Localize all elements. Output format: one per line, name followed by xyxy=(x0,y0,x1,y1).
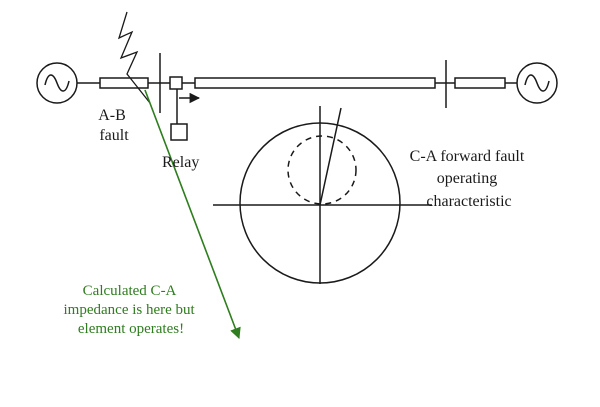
impedance-plane xyxy=(213,106,432,284)
characteristic-label: C-A forward fault operating characterist… xyxy=(410,148,529,210)
calculated-impedance-arrow xyxy=(144,89,241,340)
fault-label: A-B fault xyxy=(98,107,130,144)
ac-source-icon xyxy=(516,62,558,104)
transmission-line xyxy=(77,76,517,90)
lightning-bolt-icon xyxy=(117,11,151,104)
relay-box xyxy=(170,123,188,141)
ac-source-icon xyxy=(36,62,78,104)
impedance-note: Calculated C-A impedance is here but ele… xyxy=(64,283,199,337)
relay-label: Relay xyxy=(162,154,199,171)
relay-connection xyxy=(176,89,201,124)
